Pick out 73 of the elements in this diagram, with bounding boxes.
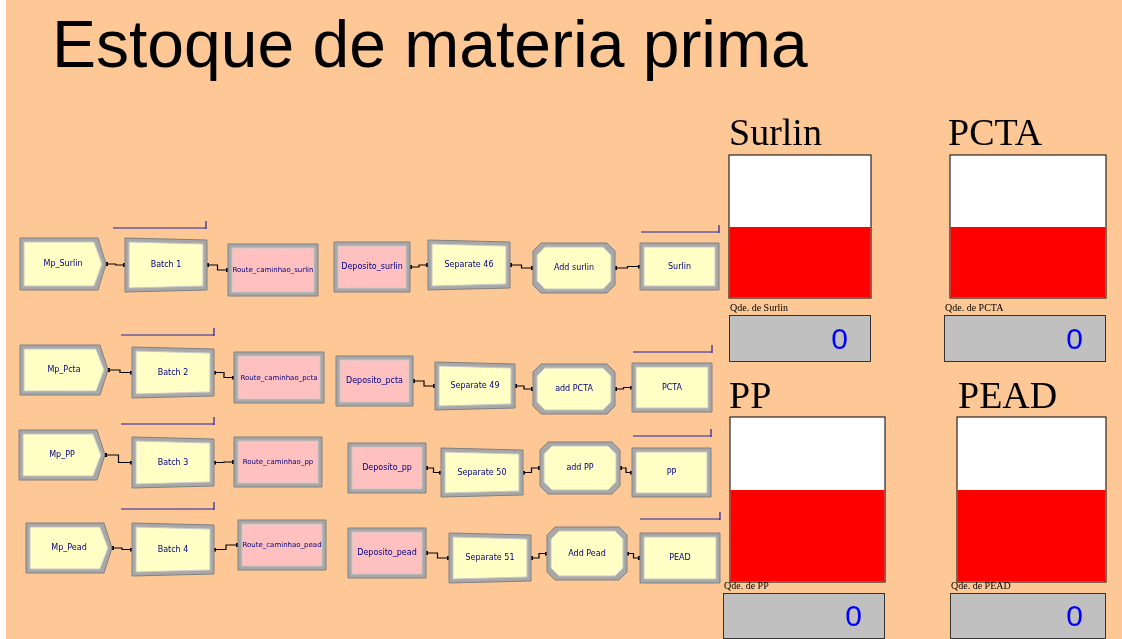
station-module (336, 356, 413, 406)
route-module (228, 244, 318, 296)
separate-module (428, 240, 510, 290)
module-label: Surlin (667, 261, 692, 272)
dispose-module (632, 363, 712, 412)
module-label: Batch 3 (156, 457, 190, 468)
connector (104, 262, 127, 267)
dispose-module (632, 448, 711, 497)
module-label: PP (665, 467, 678, 478)
module-label: Mp_Pead (50, 543, 88, 553)
connector (106, 368, 134, 375)
counter-display (944, 315, 1106, 362)
counter-display (729, 315, 871, 362)
assign-module (547, 527, 627, 580)
module-label: Deposito_pp (361, 463, 413, 473)
assign-module (540, 442, 620, 494)
connector (110, 546, 134, 552)
dispose-module (640, 533, 720, 583)
batch-module (125, 238, 207, 292)
counter-label: Qde. de Surlin (730, 302, 789, 314)
separate-module (449, 533, 531, 583)
counter-value: 0 (1066, 322, 1083, 355)
module-label: Deposito_surlin (340, 262, 404, 272)
batch-module (132, 437, 214, 488)
route-module (234, 437, 322, 487)
module-label: Batch 2 (156, 367, 190, 378)
module-label: PCTA (660, 382, 684, 393)
station-module (348, 528, 426, 578)
route-module (234, 352, 324, 403)
module-label: Batch 4 (156, 544, 190, 555)
title: Estoque de materia prima (52, 6, 808, 83)
assign-module (533, 364, 615, 414)
counter-label: Qde. de PP (724, 580, 769, 592)
module-label: Mp_PP (48, 450, 76, 460)
create-module (19, 430, 105, 480)
counter-label: Qde. de PCTA (945, 302, 1004, 314)
counter-value: 0 (845, 600, 862, 632)
connector (103, 453, 134, 465)
module-label: add PCTA (554, 384, 594, 394)
create-module (20, 345, 108, 395)
module-label: Deposito_pcta (345, 376, 404, 386)
separate-module (435, 362, 515, 410)
module-label: PEAD (668, 553, 692, 563)
meter-title: Surlin (729, 112, 822, 152)
station-module (334, 242, 410, 292)
create-module (26, 523, 112, 573)
create-module (20, 238, 106, 290)
module-label: Separate 51 (464, 553, 516, 563)
counter-display (723, 593, 885, 639)
module-label: Add surlin (552, 263, 596, 273)
counter-label: Qde. de PEAD (951, 580, 1011, 592)
batch-module (132, 347, 214, 398)
module-label: Add Pead (567, 548, 607, 559)
module-label: Mp_Pcta (46, 365, 82, 375)
counter-value: 0 (831, 322, 848, 355)
module-label: Deposito_pead (356, 548, 418, 558)
station-module (348, 443, 426, 493)
meter-title: PEAD (958, 375, 1058, 415)
module-label: add PP (565, 463, 595, 473)
dispose-module (640, 243, 719, 290)
counter-value: 0 (1066, 600, 1083, 632)
module-label: Separate 46 (443, 260, 495, 270)
module-label: Mp_Surlin (42, 259, 84, 269)
meter-title: PCTA (948, 112, 1043, 152)
assign-module (533, 243, 615, 293)
batch-module (132, 523, 214, 576)
route-module (238, 520, 326, 570)
meter-title: PP (729, 375, 772, 415)
separate-module (441, 448, 523, 497)
module-label: Separate 50 (456, 467, 508, 478)
counter-display (950, 593, 1106, 639)
module-label: Separate 49 (449, 381, 501, 391)
module-label: Batch 1 (149, 260, 183, 270)
